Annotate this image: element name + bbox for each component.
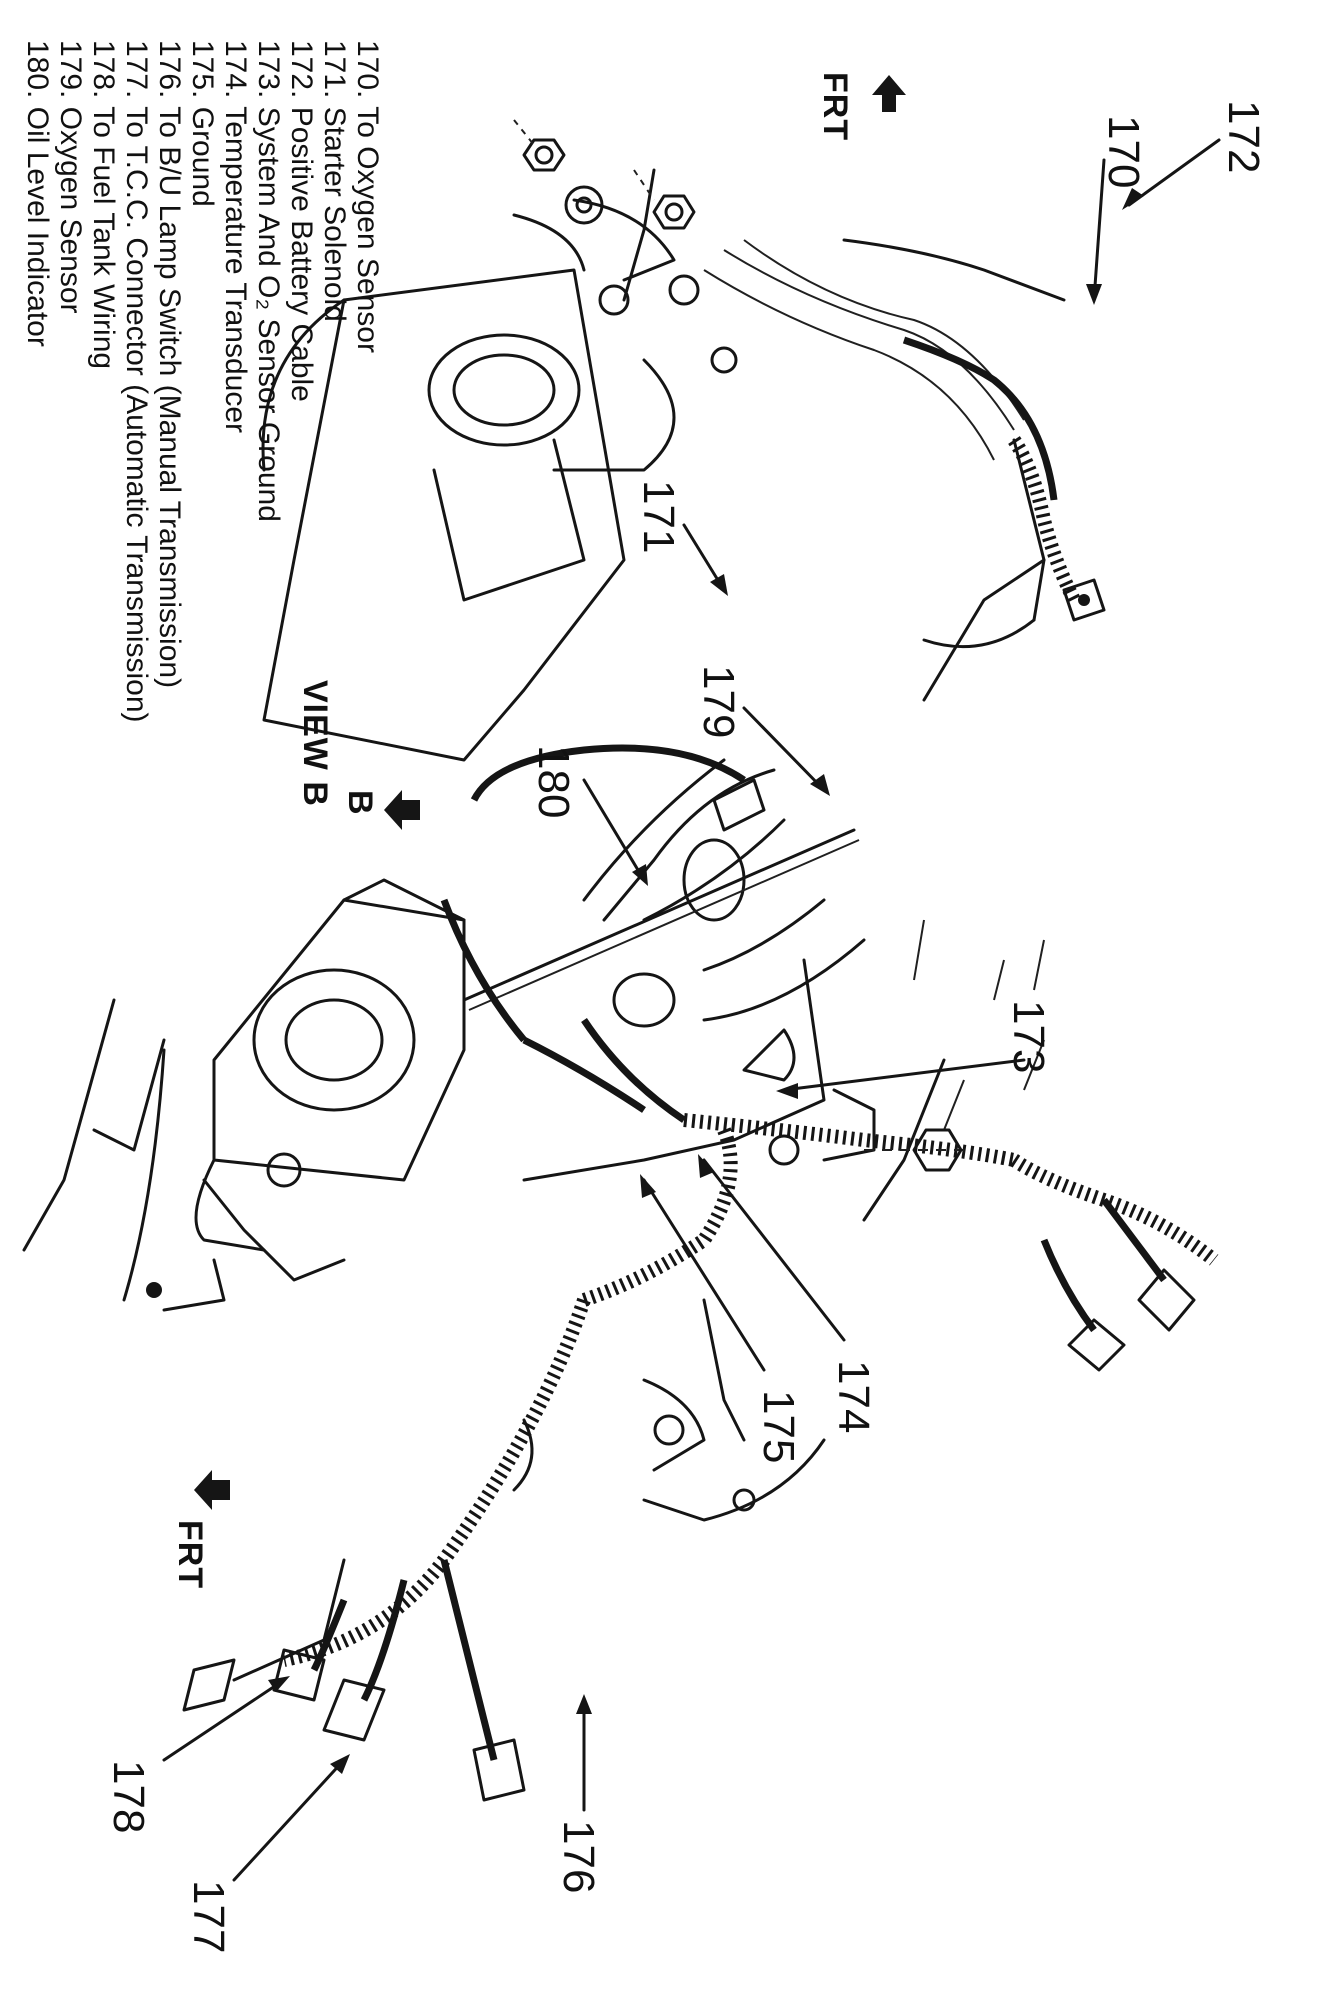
front-arrow-label: FRT (171, 1520, 209, 1589)
ring-terminal-icon (564, 185, 604, 225)
legend-item: 170. To Oxygen Sensor (351, 40, 384, 1040)
callout-label: 177 (184, 1880, 233, 1953)
callout-label: 172 (1219, 100, 1268, 173)
legend-text: To Oxygen Sensor (351, 106, 384, 353)
view-b-marker-arrow-icon (384, 790, 420, 830)
callout-label: 175 (754, 1390, 803, 1463)
callout-label: 180 (529, 745, 578, 818)
legend-text: Ground (186, 106, 219, 207)
legend-item: 180. Oil Level Indicator (21, 40, 54, 1040)
legend-text: Temperature Transducer (219, 106, 252, 434)
callout-label: 170 (1099, 115, 1148, 188)
view-b-illustration (261, 119, 1106, 762)
legend-text: Oxygen Sensor (54, 106, 87, 314)
legend-number: 174. (219, 40, 252, 99)
legend-list: 170. To Oxygen Sensor 171. Starter Solen… (21, 40, 384, 1040)
callout-label: 176 (554, 1820, 603, 1893)
nut-icon (912, 1128, 963, 1172)
main-view-harness (182, 1297, 826, 1802)
legend-number: 170. (351, 40, 384, 99)
nut-icon (522, 138, 566, 172)
legend-number: 175. (186, 40, 219, 99)
legend-item: 177. To T.C.C. Connector (Automatic Tran… (120, 40, 153, 1040)
legend-text: Positive Battery Cable (285, 106, 318, 402)
legend-number: 171. (318, 40, 351, 99)
legend-item: 178. To Fuel Tank Wiring (87, 40, 120, 1040)
legend: 170. To Oxygen Sensor 171. Starter Solen… (4, 40, 384, 1040)
front-arrow-label: FRT (816, 72, 854, 141)
legend-text: To Fuel Tank Wiring (87, 106, 120, 370)
legend-number: 180. (21, 40, 54, 99)
view-marker-label: B (341, 790, 379, 816)
front-arrow-icon (872, 75, 906, 112)
legend-number: 172. (285, 40, 318, 99)
legend-number: 173. (252, 40, 285, 99)
nut-icon (652, 194, 696, 230)
legend-item: 171. Starter Solenoid (318, 40, 351, 1040)
legend-number: 179. (54, 40, 87, 99)
legend-text: To T.C.C. Connector (Automatic Transmiss… (120, 106, 153, 723)
legend-text: Oil Level Indicator (21, 106, 54, 347)
legend-text: Starter Solenoid (318, 106, 351, 322)
callout-label: 171 (634, 480, 683, 553)
legend-number: 176. (153, 40, 186, 99)
view-b-caption: VIEW B (296, 680, 334, 807)
legend-item: 173. System And O₂ Sensor Ground (252, 40, 285, 1040)
legend-item: 176. To B/U Lamp Switch (Manual Transmis… (153, 40, 186, 1040)
callout-label: 178 (104, 1760, 153, 1833)
legend-text: To B/U Lamp Switch (Manual Transmission) (153, 106, 186, 689)
legend-item: 179. Oxygen Sensor (54, 40, 87, 1040)
callout-label: 174 (829, 1360, 878, 1433)
front-arrow-icon (194, 1470, 230, 1510)
view-b-callouts: 172 170 171 VIEW B FRT (296, 72, 1268, 807)
legend-item: 172. Positive Battery Cable (285, 40, 318, 1040)
callout-label: 179 (694, 665, 743, 738)
legend-item: 174. Temperature Transducer (219, 40, 252, 1040)
legend-item: 175. Ground (186, 40, 219, 1040)
main-view-illustration (22, 744, 1219, 1372)
legend-number: 177. (120, 40, 153, 99)
main-view-callouts: 179 180 173 174 175 176 177 178 B (104, 665, 1053, 1953)
legend-text: System And O₂ Sensor Ground (252, 106, 285, 522)
legend-number: 178. (87, 40, 120, 99)
